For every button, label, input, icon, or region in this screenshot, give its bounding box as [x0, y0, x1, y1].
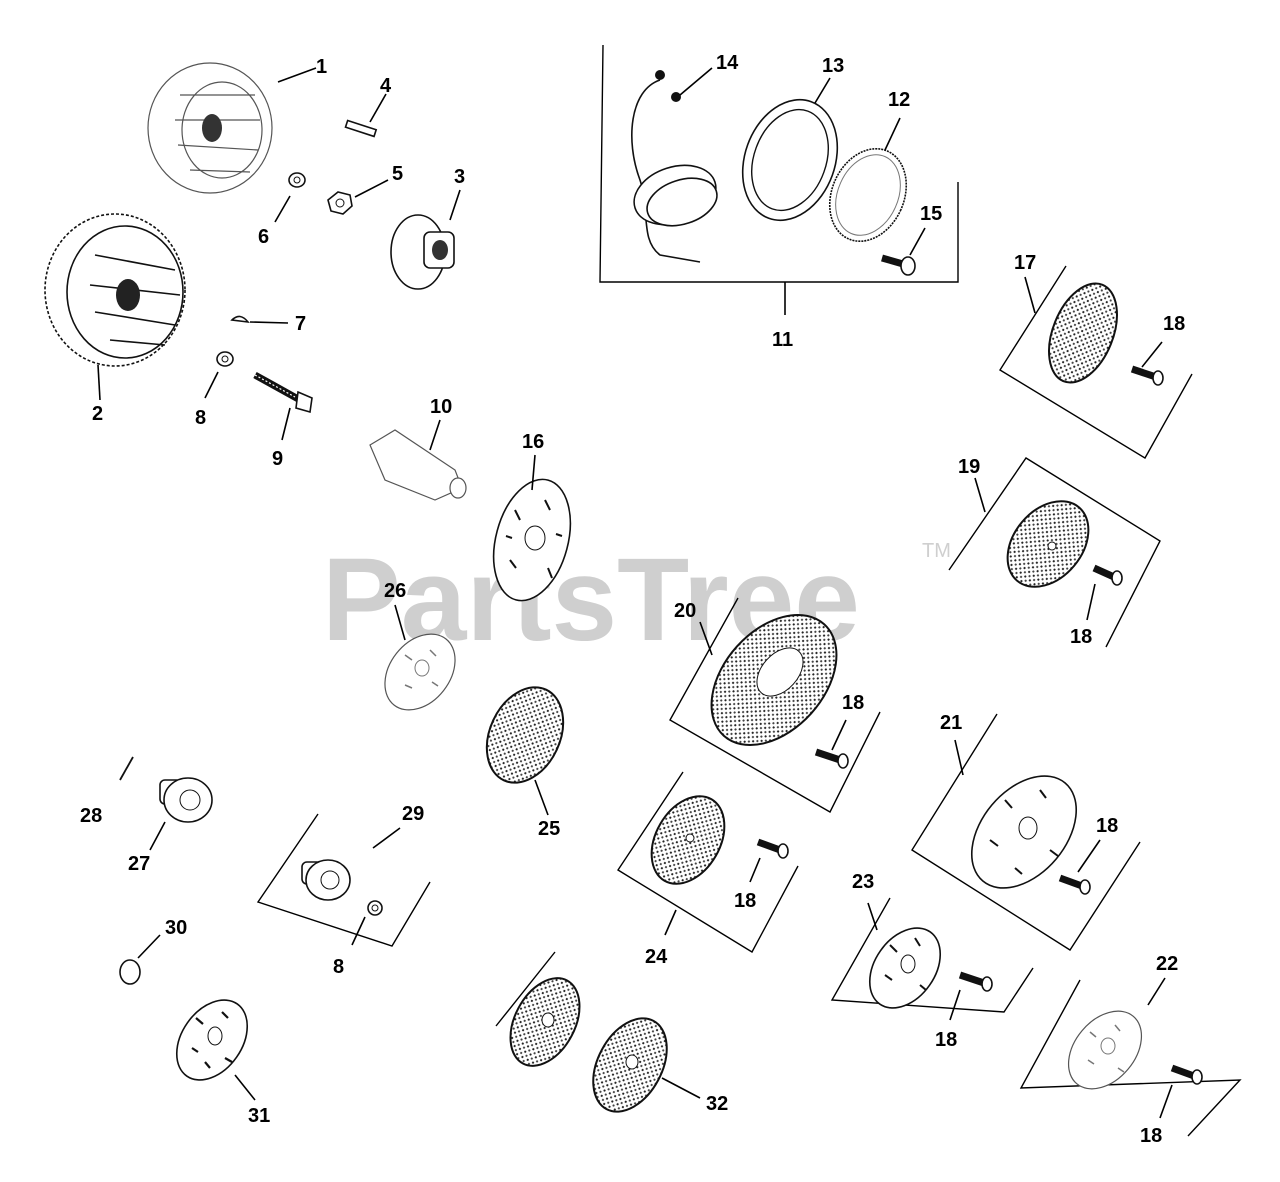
callout-22: 22	[1156, 953, 1178, 975]
group-frame-29	[256, 813, 431, 947]
callout-17: 17	[1014, 252, 1036, 274]
callout-29: 29	[402, 803, 424, 825]
callout-2: 2	[92, 403, 103, 425]
group-frame-22	[1019, 977, 1242, 1137]
part-pin-28	[119, 756, 134, 781]
callout-18-b: 18	[1070, 626, 1092, 648]
leader-26	[394, 604, 406, 641]
callout-3: 3	[454, 166, 465, 188]
callout-14: 14	[716, 52, 739, 74]
leader-1	[277, 67, 317, 83]
callout-27: 27	[128, 853, 150, 875]
part-plate-31	[175, 999, 249, 1081]
part-ring-13	[741, 98, 839, 222]
part-flywheel-2	[44, 213, 186, 367]
callout-31: 31	[248, 1105, 270, 1127]
leader-4	[369, 93, 387, 123]
leader-15	[909, 227, 926, 256]
callout-18-f: 18	[935, 1029, 957, 1051]
callout-4: 4	[380, 75, 392, 97]
leader-16	[531, 454, 536, 491]
callout-18-d: 18	[1096, 815, 1118, 837]
leader-27	[149, 821, 166, 851]
part-ring-30	[119, 959, 141, 985]
callout-5: 5	[392, 163, 403, 185]
callout-11: 11	[772, 329, 793, 351]
part-bearing-27	[159, 777, 213, 823]
leader-12	[884, 117, 901, 151]
callout-15: 15	[920, 203, 942, 225]
callout-21: 21	[940, 712, 962, 734]
callout-1: 1	[316, 56, 327, 78]
leader-7	[249, 321, 289, 324]
leader-6	[274, 195, 291, 223]
group-frame-17	[999, 265, 1193, 459]
leader-5	[354, 179, 389, 198]
group-frame-20	[669, 597, 881, 813]
callout-18-c: 18	[842, 692, 864, 714]
callout-18-g: 18	[1140, 1125, 1162, 1147]
part-bolt-9	[253, 371, 313, 414]
callout-16: 16	[522, 431, 544, 453]
callout-23: 23	[852, 871, 874, 893]
callout-19: 19	[958, 456, 980, 478]
part-screw-15	[881, 254, 916, 276]
callout-26: 26	[384, 580, 406, 602]
part-flywheel-1	[147, 62, 273, 194]
leader-13	[814, 77, 831, 104]
part-plate-16	[492, 478, 572, 602]
group-frame-21	[911, 713, 1141, 951]
group-frame-23	[830, 897, 1034, 1021]
leader-31	[234, 1074, 256, 1101]
leader-14	[679, 67, 713, 96]
leader-9	[281, 407, 291, 441]
leader-25	[534, 779, 549, 816]
callout-25: 25	[538, 818, 560, 840]
callout-13: 13	[822, 55, 844, 77]
part-disc-25	[485, 686, 565, 784]
leader-10	[429, 419, 441, 451]
group-frame-19	[948, 457, 1161, 648]
callout-12: 12	[888, 89, 910, 111]
part-harness-14	[631, 70, 718, 263]
callout-18-a: 18	[1163, 313, 1185, 335]
part-washer-8	[216, 351, 234, 367]
group-frame-24	[617, 771, 799, 953]
part-pin-4	[344, 119, 378, 138]
leader-30	[137, 934, 161, 959]
callout-8-b: 8	[333, 956, 344, 978]
callout-10: 10	[430, 396, 452, 418]
callout-6: 6	[258, 226, 269, 248]
leader-3	[449, 189, 461, 221]
callout-7: 7	[295, 313, 306, 335]
part-shaft-10	[369, 429, 467, 501]
part-gasket-12	[828, 147, 908, 243]
leader-2	[97, 364, 101, 401]
part-hub-3	[390, 214, 455, 290]
callout-32: 32	[706, 1093, 728, 1115]
callout-18-e: 18	[734, 890, 756, 912]
callout-30: 30	[165, 917, 187, 939]
callout-20: 20	[674, 600, 696, 622]
callout-28: 28	[80, 805, 102, 827]
group-frame-32	[495, 951, 701, 1113]
part-key-7	[230, 315, 250, 324]
leader-8	[204, 371, 219, 399]
callout-8: 8	[195, 407, 206, 429]
callout-24: 24	[645, 946, 668, 968]
part-plate-26	[384, 633, 456, 711]
part-washer-6	[288, 172, 306, 188]
watermark-tm: TM	[922, 540, 951, 562]
group-frame-11	[599, 44, 959, 315]
callout-9: 9	[272, 448, 283, 470]
part-nut-5	[327, 191, 353, 215]
